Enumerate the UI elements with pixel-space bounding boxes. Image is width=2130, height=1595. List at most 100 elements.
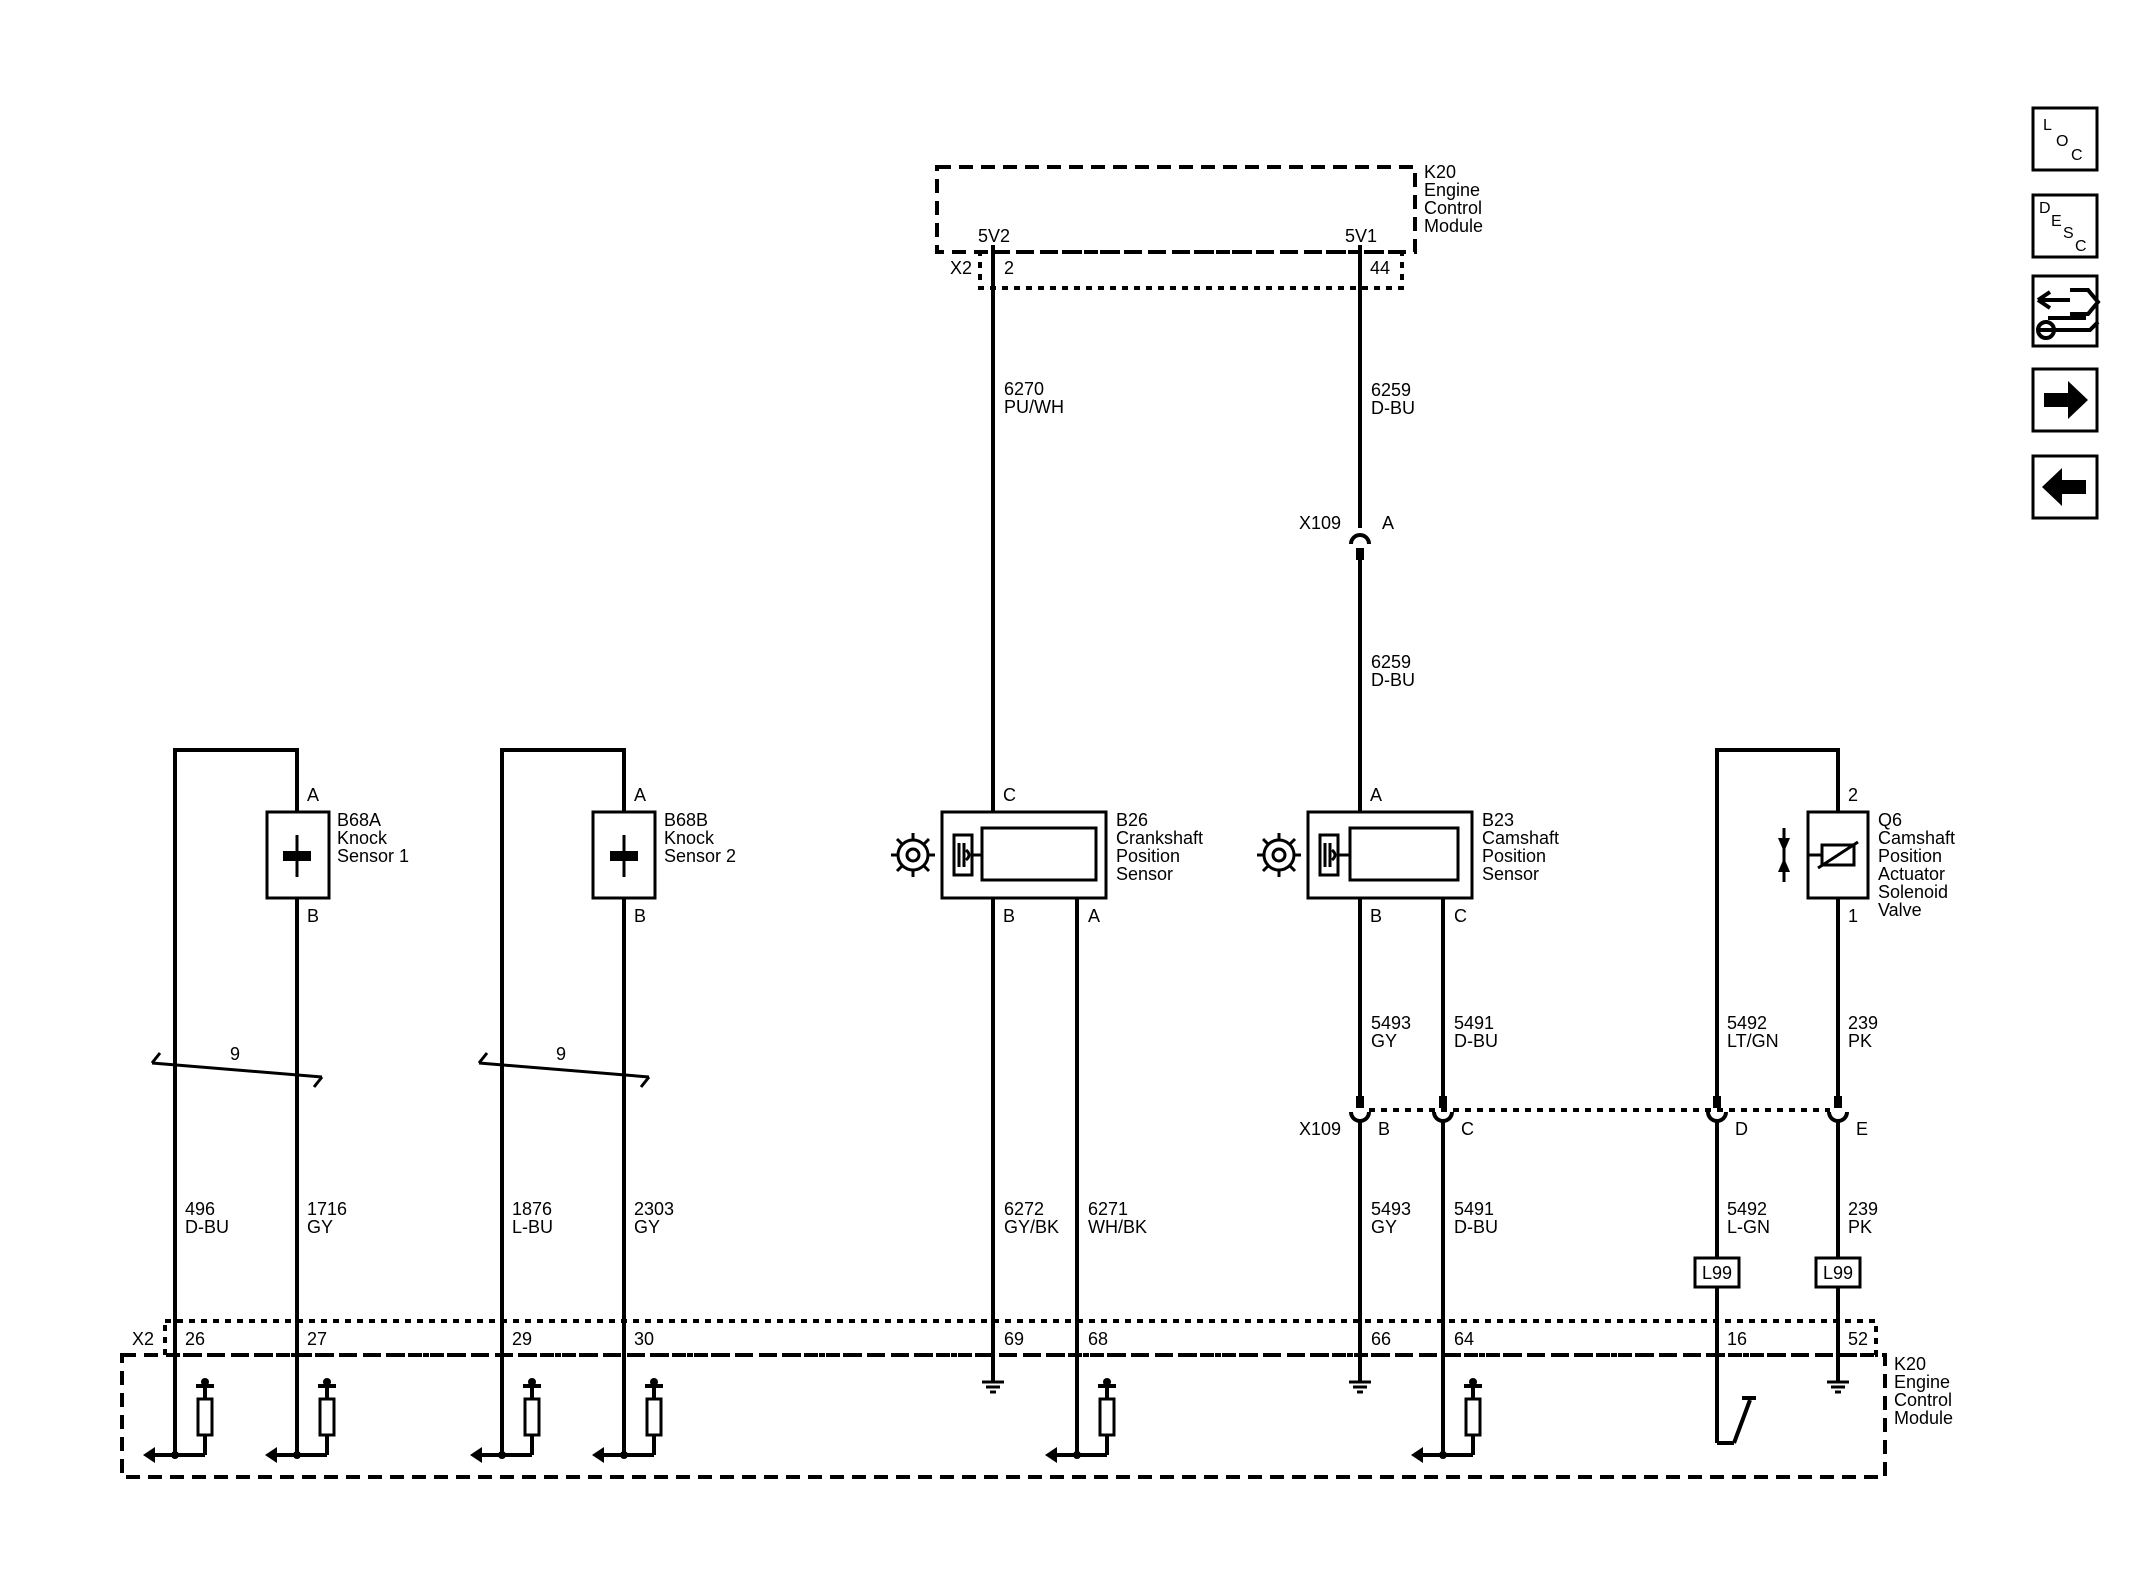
x109-pin-a-connector[interactable] — [1349, 533, 1371, 560]
connector-wrench-icon[interactable] — [2031, 274, 2101, 348]
b23-pin-a: A — [1370, 785, 1382, 805]
arrow-left-icon[interactable] — [2031, 454, 2099, 520]
wire-5492-upper-number: 5492 — [1727, 1013, 1767, 1033]
wire-5492-upper[interactable] — [1715, 748, 1840, 1100]
b68a-pin-b: B — [307, 906, 319, 926]
ecm-pin-30: 30 — [634, 1329, 654, 1349]
loc-letter-l: L — [2043, 117, 2052, 134]
gear-icon — [891, 833, 935, 877]
wire-5493-upper-number: 5493 — [1371, 1013, 1411, 1033]
desc-letter-c: C — [2075, 238, 2087, 255]
ecm-internal-circuits — [141, 1328, 1851, 1465]
ecm-input-64 — [1409, 1328, 1484, 1465]
l99-label-1: L99 — [1702, 1263, 1732, 1283]
ecm-pin-16: 16 — [1727, 1329, 1747, 1349]
twisted-pair-label-2: 9 — [556, 1044, 566, 1064]
x109-pin-a: A — [1382, 513, 1394, 533]
wire-6272-number: 6272 — [1004, 1199, 1044, 1219]
b68b-label-1: B68B — [664, 810, 708, 830]
desc-button[interactable]: D E S C — [2031, 193, 2099, 259]
loc-letter-c: C — [2071, 147, 2083, 164]
ecm-pin-26: 26 — [185, 1329, 205, 1349]
ecm-bottom-label-1: K20 — [1894, 1354, 1926, 1374]
b23-pin-c: C — [1454, 906, 1467, 926]
wire-1876[interactable] — [500, 748, 626, 1450]
l99-label-2: L99 — [1823, 1263, 1853, 1283]
gear-icon — [1257, 833, 1301, 877]
lower-wires-right: 5493 GY 5491 D-BU 5492 L-GN 239 PK L99 L… — [1358, 1120, 1878, 1455]
l99-option-box-1: L99 — [1693, 1256, 1741, 1289]
wire-1876-color: L-BU — [512, 1217, 553, 1237]
wire-496-color: D-BU — [185, 1217, 229, 1237]
ground-icon — [1825, 1366, 1851, 1394]
q6-label-5: Solenoid — [1878, 882, 1948, 902]
x109-pin-b: B — [1378, 1119, 1390, 1139]
ecm-top-connector-label: X2 — [950, 258, 972, 278]
ecm-pin-69: 69 — [1004, 1329, 1024, 1349]
loc-letter-o: O — [2056, 133, 2068, 150]
wire-1876-number: 1876 — [512, 1199, 552, 1219]
wire-5492-upper-color: LT/GN — [1727, 1031, 1779, 1051]
x109-connector-row: X109 B C D E — [1299, 1096, 1868, 1139]
b23-label-4: Sensor — [1482, 864, 1539, 884]
b26-pin-c: C — [1003, 785, 1016, 805]
ecm-pin-66: 66 — [1371, 1329, 1391, 1349]
ecm-top-label-1: K20 — [1424, 162, 1456, 182]
ecm-input-68 — [1043, 1328, 1118, 1465]
arrow-right-icon[interactable] — [2031, 367, 2099, 433]
x109-pin-e: E — [1856, 1119, 1868, 1139]
b26-pin-b: B — [1003, 906, 1015, 926]
b68b-pin-a: A — [634, 785, 646, 805]
wire-6259-upper-number: 6259 — [1371, 380, 1411, 400]
x109-upper-label: X109 — [1299, 513, 1341, 533]
q6-pin-1: 1 — [1848, 906, 1858, 926]
wire-239-upper-number: 239 — [1848, 1013, 1878, 1033]
ground-icon — [1347, 1366, 1373, 1394]
ecm-input-30 — [590, 1328, 665, 1465]
ecm-bottom-label-4: Module — [1894, 1408, 1953, 1428]
ecm-pin-64: 64 — [1454, 1329, 1474, 1349]
x109-pin-e-connector[interactable] — [1827, 1096, 1849, 1123]
q6-pin-2: 2 — [1848, 785, 1858, 805]
b68b-pin-b: B — [634, 906, 646, 926]
ecm-pin-68: 68 — [1088, 1329, 1108, 1349]
desc-letter-d: D — [2039, 200, 2051, 217]
wire-6270-color: PU/WH — [1004, 397, 1064, 417]
wire-5491-upper-color: D-BU — [1454, 1031, 1498, 1051]
camshaft-solenoid-circuit: 2 Q6 Camshaft Position Actuator Solenoid… — [1715, 748, 1955, 1100]
valve-icon — [1778, 828, 1790, 882]
wire-5491-lower-color: D-BU — [1454, 1217, 1498, 1237]
b26-label-4: Sensor — [1116, 864, 1173, 884]
wire-2303-number: 2303 — [634, 1199, 674, 1219]
crankshaft-sensor-circuit: 6270 PU/WH C B26 Crankshaft Position Se — [891, 245, 1203, 1455]
b23-label-1: B23 — [1482, 810, 1514, 830]
ecm-bottom-module: X2 26 27 29 30 69 68 66 64 16 52 K20 Eng… — [120, 1319, 1953, 1479]
wire-496[interactable] — [173, 748, 299, 1450]
loc-button[interactable]: L O C — [2031, 106, 2099, 172]
b68a-pin-a: A — [307, 785, 319, 805]
wire-6259-upper-color: D-BU — [1371, 398, 1415, 418]
x109-pin-b-connector[interactable] — [1349, 1096, 1371, 1123]
ecm-5v1-label: 5V1 — [1345, 226, 1377, 246]
wire-6259-lower-color: D-BU — [1371, 670, 1415, 690]
wire-5491-lower-number: 5491 — [1454, 1199, 1494, 1219]
wire-496-number: 496 — [185, 1199, 215, 1219]
knock-sensor-2-circuit: A B68B Knock Sensor 2 B 9 1876 L-BU 2303… — [477, 748, 736, 1455]
wire-5493-lower-number: 5493 — [1371, 1199, 1411, 1219]
ecm-bottom-connector-label: X2 — [132, 1329, 154, 1349]
wire-5492-lower-color: L-GN — [1727, 1217, 1770, 1237]
b68b-label-2: Knock — [664, 828, 715, 848]
wire-239-lower-number: 239 — [1848, 1199, 1878, 1219]
ecm-pin-52: 52 — [1848, 1329, 1868, 1349]
b68a-label-2: Knock — [337, 828, 388, 848]
wire-2303-color: GY — [634, 1217, 660, 1237]
ecm-top-label-3: Control — [1424, 198, 1482, 218]
wire-6259-lower-number: 6259 — [1371, 652, 1411, 672]
wire-5493-lower-color: GY — [1371, 1217, 1397, 1237]
ecm-pin-29: 29 — [512, 1329, 532, 1349]
ecm-input-29 — [468, 1328, 543, 1465]
ecm-pin-44-label: 44 — [1370, 258, 1390, 278]
ecm-pin-27: 27 — [307, 1329, 327, 1349]
ecm-5v2-label: 5V2 — [978, 226, 1010, 246]
